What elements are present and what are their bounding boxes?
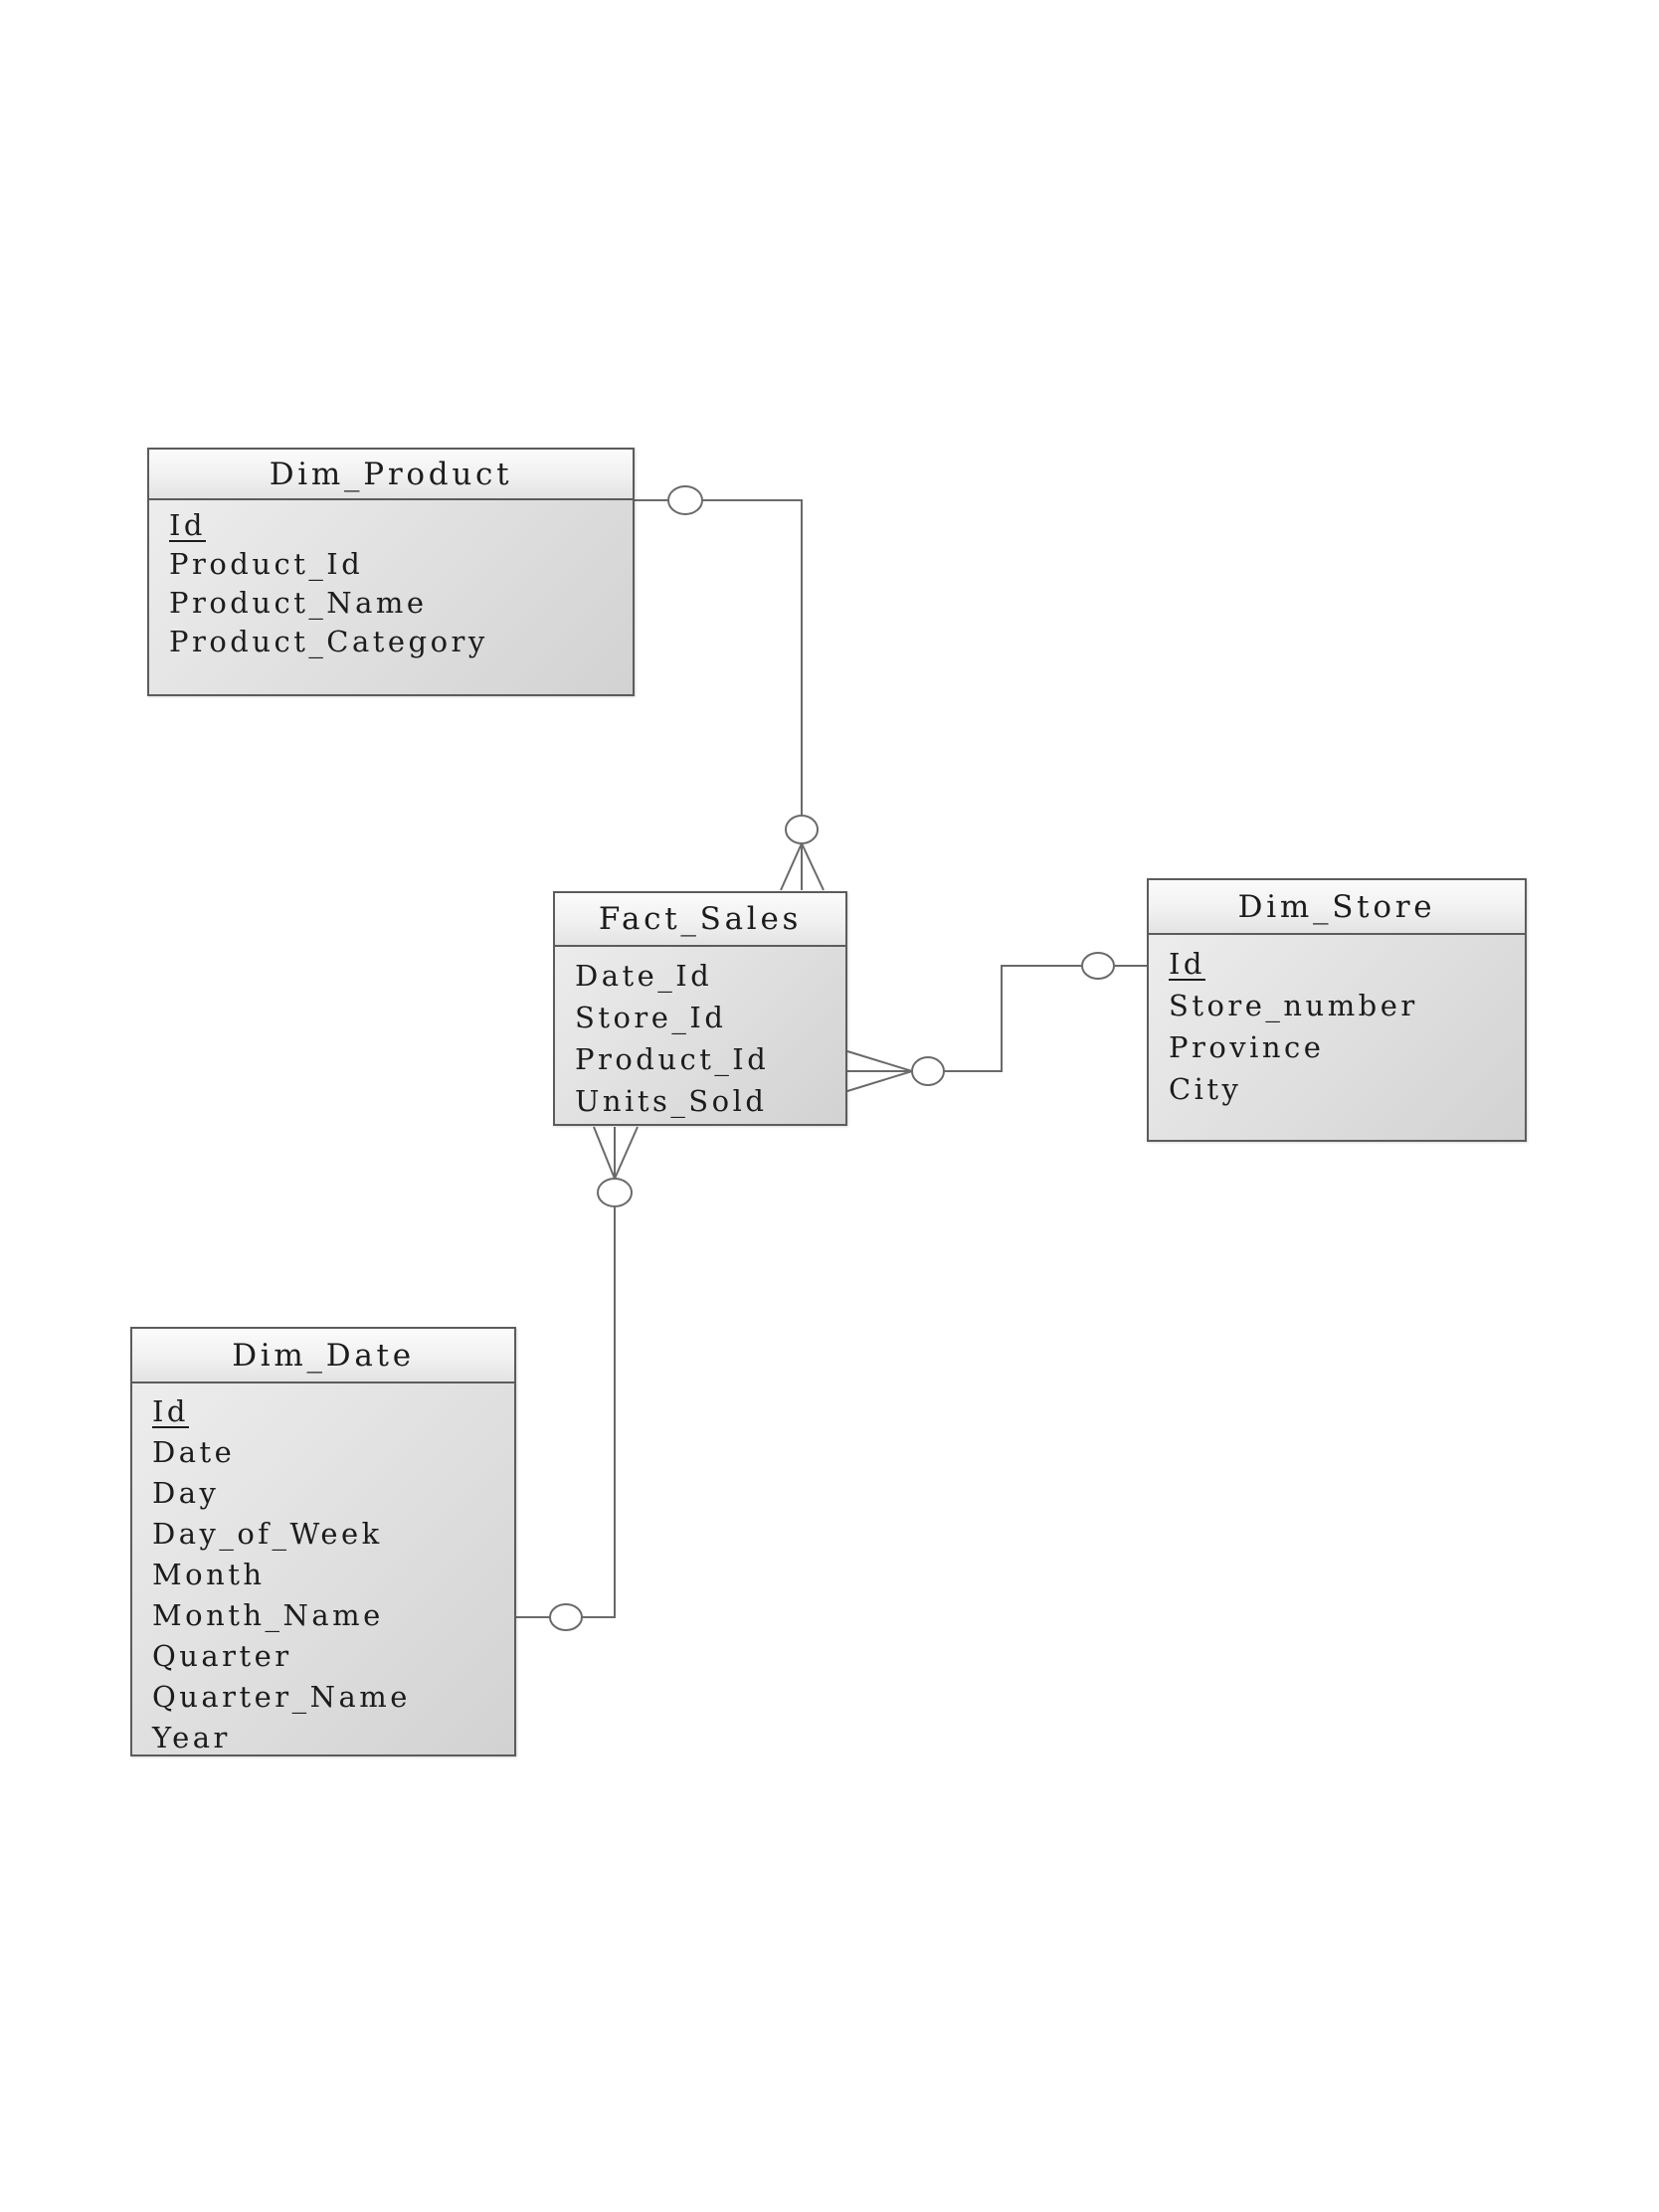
- table-title: Dim_Store: [1149, 880, 1525, 935]
- field-month: Month: [152, 1558, 266, 1591]
- field-product-name: Product_Name: [169, 586, 428, 620]
- table-fields: Id Date Day Day_of_Week Month Month_Name…: [132, 1383, 514, 1758]
- field-store-number: Store_number: [1169, 989, 1418, 1022]
- crow-foot-bottom-prong: [846, 1070, 913, 1092]
- field-store-id: Store_Id: [575, 1001, 727, 1034]
- table-title: Dim_Product: [149, 450, 633, 500]
- field-date-id: Date_Id: [575, 959, 713, 993]
- field-quarter: Quarter: [152, 1639, 292, 1673]
- table-fact-sales: Fact_Sales Date_Id Store_Id Product_Id U…: [553, 891, 847, 1126]
- table-fields: Date_Id Store_Id Product_Id Units_Sold: [555, 947, 845, 1122]
- field-day-of-week: Day_of_Week: [152, 1517, 383, 1551]
- table-dim-product: Dim_Product Id Product_Id Product_Name P…: [147, 448, 635, 696]
- cardinality-circle-sales-bottom: [597, 1178, 633, 1207]
- field-quarter-name: Quarter_Name: [152, 1680, 411, 1714]
- table-fields: Id Store_number Province City: [1149, 935, 1525, 1110]
- table-dim-store: Dim_Store Id Store_number Province City: [1147, 878, 1527, 1142]
- connector-product-sales: [635, 485, 825, 891]
- field-city: City: [1169, 1072, 1242, 1106]
- field-id: Id: [1169, 947, 1205, 981]
- connector-sales-store: [846, 952, 1147, 1092]
- cardinality-circle-date-end: [549, 1603, 583, 1631]
- cardinality-circle-store-end: [1081, 952, 1115, 980]
- field-id: Id: [169, 508, 206, 542]
- table-title: Fact_Sales: [555, 893, 845, 947]
- field-province: Province: [1169, 1030, 1325, 1064]
- table-dim-date: Dim_Date Id Date Day Day_of_Week Month M…: [130, 1327, 516, 1756]
- field-date: Date: [152, 1435, 236, 1469]
- field-year: Year: [152, 1721, 231, 1754]
- field-id: Id: [152, 1394, 189, 1428]
- crow-foot-left-prong: [593, 1126, 616, 1180]
- connector-sales-date: [516, 1126, 639, 1631]
- field-product-category: Product_Category: [169, 625, 488, 658]
- crow-foot-right-prong: [801, 842, 825, 891]
- field-day: Day: [152, 1476, 220, 1510]
- field-units-sold: Units_Sold: [575, 1084, 768, 1118]
- crow-foot-top-prong: [846, 1050, 913, 1072]
- field-product-id: Product_Id: [169, 547, 364, 581]
- table-title: Dim_Date: [132, 1329, 514, 1383]
- field-month-name: Month_Name: [152, 1598, 384, 1632]
- cardinality-circle-sales-top: [785, 815, 819, 844]
- cardinality-circle-sales-right: [911, 1056, 945, 1086]
- table-fields: Id Product_Id Product_Name Product_Categ…: [149, 500, 633, 661]
- crow-foot-left-prong: [780, 842, 803, 891]
- field-product-id: Product_Id: [575, 1042, 770, 1076]
- cardinality-circle-product-end: [667, 485, 703, 515]
- crow-foot-right-prong: [614, 1126, 639, 1180]
